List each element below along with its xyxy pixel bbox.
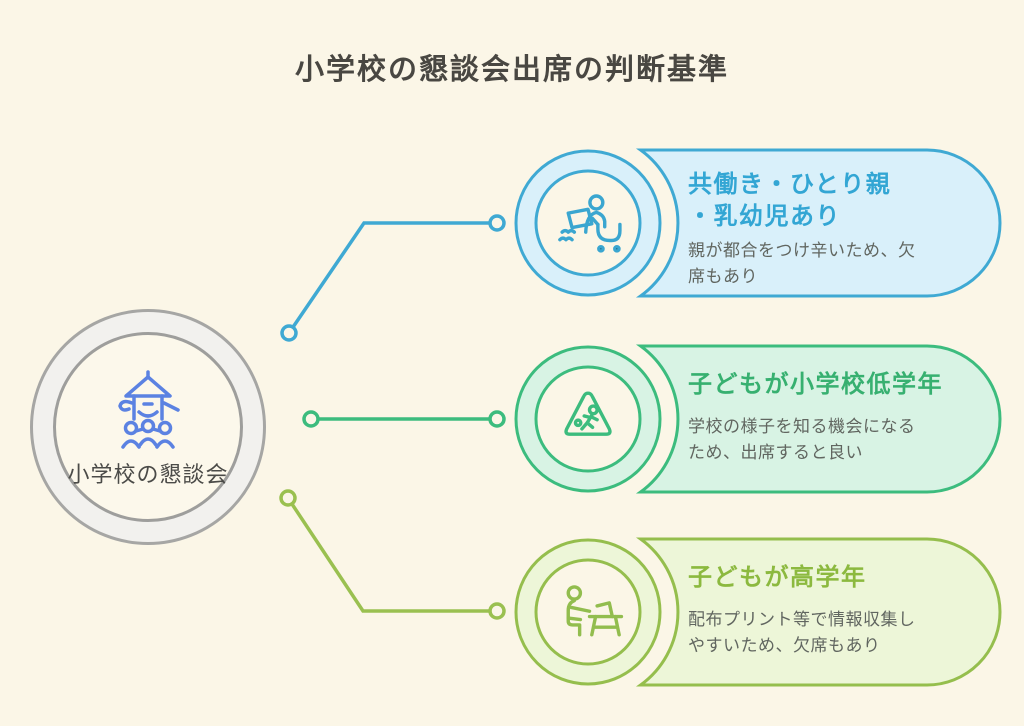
studying-child-icon xyxy=(566,585,624,637)
hub-circle: 小学校の懇談会 xyxy=(30,309,266,545)
branch-text: 共働き・ひとり親 ・乳幼児あり 親が都合をつけ辛いため、欠 席もあり xyxy=(688,169,993,290)
branch-dual-income-parents: 共働き・ひとり親 ・乳幼児あり 親が都合をつけ辛いため、欠 席もあり xyxy=(495,138,1015,308)
card-shape xyxy=(635,537,1002,687)
branch-text: 子どもが小学校低学年 学校の様子を知る機会になる ため、出席すると良い xyxy=(688,369,993,466)
connector-dot xyxy=(488,410,506,428)
branch-title: 子どもが小学校低学年 xyxy=(688,371,943,398)
child-caution-icon xyxy=(564,391,612,436)
branch-lower-grades: 子どもが小学校低学年 学校の様子を知る機会になる ため、出席すると良い xyxy=(495,334,1015,504)
branch-upper-grades: 子どもが高学年 配布プリント等で情報収集し やすいため、欠席もあり xyxy=(495,527,1015,697)
branch-description: 学校の様子を知る機会になる ため、出席すると良い xyxy=(688,417,916,462)
branch-title: 子どもが高学年 xyxy=(688,564,867,591)
branch-text: 子どもが高学年 配布プリント等で情報収集し やすいため、欠席もあり xyxy=(688,562,993,659)
connector-dot xyxy=(280,324,298,342)
school-icon xyxy=(118,370,180,449)
hub-label: 小学校の懇談会 xyxy=(67,462,229,487)
connector-dot xyxy=(279,489,297,507)
connector-dot xyxy=(488,214,506,232)
branch-description: 配布プリント等で情報収集し やすいため、欠席もあり xyxy=(688,610,916,655)
branch-title: 共働き・ひとり親 ・乳幼児あり xyxy=(688,171,892,230)
working-parent-icon xyxy=(558,194,622,253)
connector-line-bottom xyxy=(286,497,497,613)
page-title: 小学校の懇談会出席の判断基準 xyxy=(294,54,729,86)
card-shape xyxy=(635,148,1002,298)
connector-dot xyxy=(302,410,320,428)
hub-inner-circle: 小学校の懇談会 xyxy=(53,332,243,522)
connector-dot xyxy=(488,602,506,620)
hub-ring: 小学校の懇談会 xyxy=(30,309,266,545)
branch-description: 親が都合をつけ辛いため、欠 席もあり xyxy=(688,241,916,286)
connector-line-top xyxy=(287,221,497,334)
card-shape xyxy=(635,344,1002,494)
